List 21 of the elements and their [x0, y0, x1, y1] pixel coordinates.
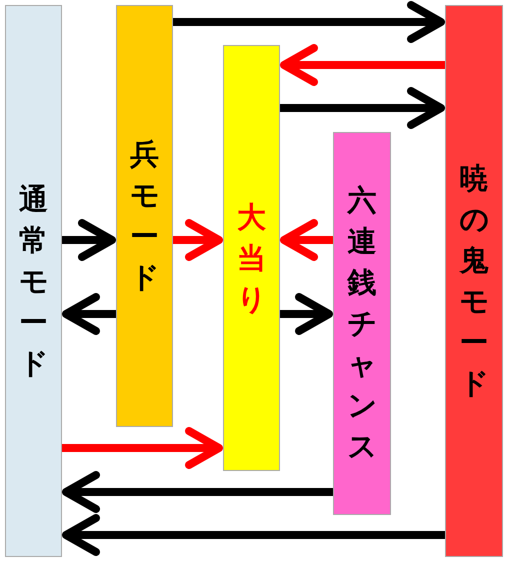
- arrow: [173, 219, 223, 261]
- arrow: [280, 293, 333, 335]
- mode-label: 六連銭チャンス: [348, 182, 376, 465]
- arrow: [62, 219, 116, 261]
- arrow: [280, 87, 445, 129]
- arrow: [62, 293, 116, 335]
- arrow: [280, 219, 333, 261]
- arrow: [62, 471, 333, 513]
- mode-label: 大当り: [237, 198, 266, 318]
- mode-bar: [116, 5, 173, 427]
- mode-bar: [5, 5, 62, 557]
- mode-bar: [445, 5, 503, 557]
- mode-label: 兵モード: [130, 136, 159, 296]
- arrow: [280, 44, 445, 86]
- arrow: [62, 514, 445, 556]
- mode-bar: [333, 132, 391, 515]
- mode-bar: [223, 45, 280, 471]
- mode-label: 通常モード: [19, 180, 48, 382]
- arrow: [173, 1, 445, 43]
- mode-label: 暁の鬼モード: [460, 160, 488, 402]
- arrow: [62, 427, 223, 469]
